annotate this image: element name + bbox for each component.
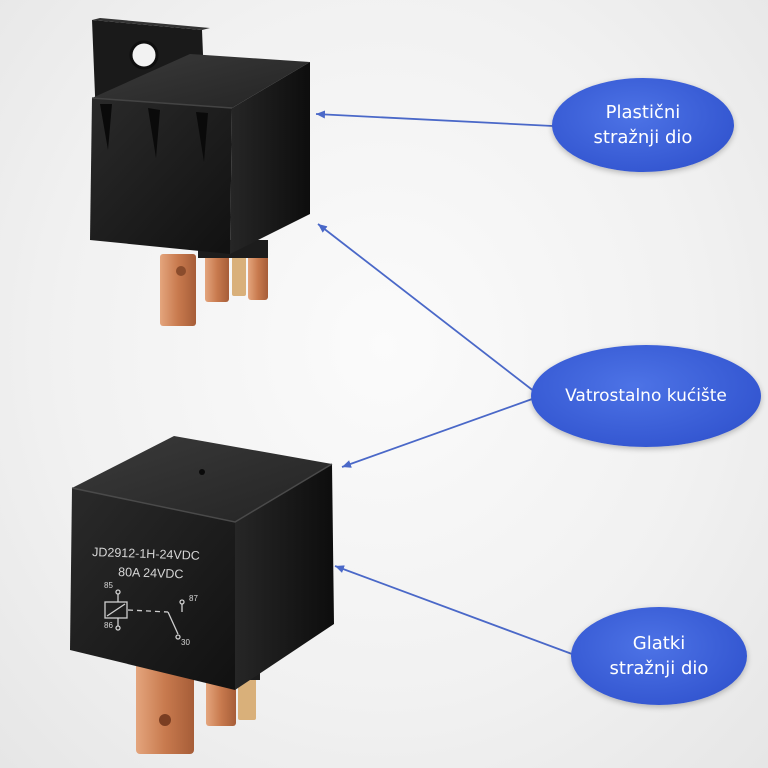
relay-rating-text: 80A 24VDC <box>118 565 184 581</box>
callout-plastic-back-line2: stražnji dio <box>593 127 693 148</box>
callout-arrows <box>315 110 573 655</box>
arrow-plastic-back <box>315 110 554 127</box>
pin-30-label: 30 <box>181 638 190 647</box>
arrow-housing-bottom <box>341 397 536 468</box>
callout-smooth-back-line1: Glatki <box>632 633 686 654</box>
arrow-housing-top <box>317 223 536 393</box>
front-notches <box>100 104 208 162</box>
pin-85-label: 85 <box>104 581 113 590</box>
callout-fireproof-housing: Vatrostalno kućište <box>531 345 761 447</box>
callout-plastic-back: Plastični stražnji dio <box>552 78 734 172</box>
callout-smooth-back-line2: stražnji dio <box>609 658 709 679</box>
callout-plastic-back-line1: Plastični <box>605 102 681 123</box>
relay-schematic <box>104 589 185 640</box>
relay-model-text: JD2912-1H-24VDC <box>92 545 200 563</box>
pin-86-label: 86 <box>104 621 113 630</box>
bottom-relay: JD2912-1H-24VDC 80A 24VDC 85 86 87 30 <box>70 436 334 754</box>
top-relay <box>90 18 310 326</box>
top-relay-terminals <box>160 240 268 326</box>
arrow-smooth-back <box>334 565 573 655</box>
pin-87-label: 87 <box>189 594 198 603</box>
callout-fireproof-housing-line1: Vatrostalno kućište <box>565 385 727 406</box>
callout-smooth-back: Glatki stražnji dio <box>571 607 747 705</box>
